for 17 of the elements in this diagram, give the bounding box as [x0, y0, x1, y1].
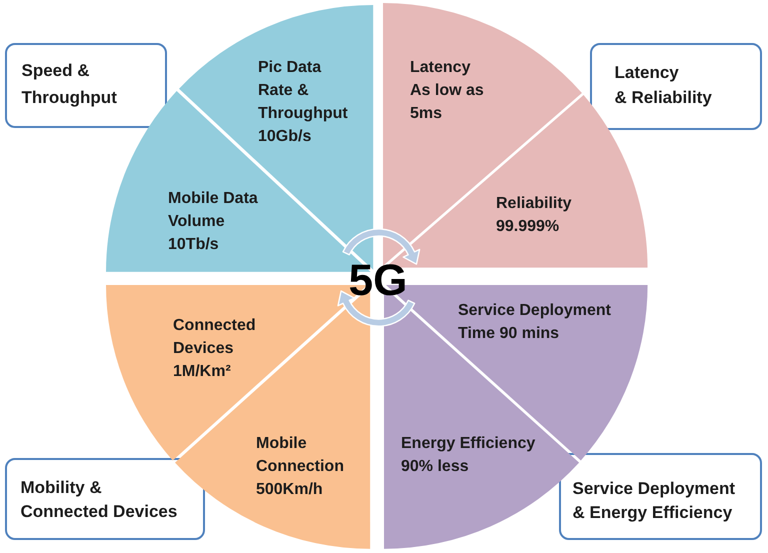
category-box: [590, 43, 762, 130]
category-box: [559, 453, 762, 540]
category-label: Latency & Reliability: [614, 62, 712, 108]
slice-label: Energy Efficiency 90% less: [401, 434, 536, 477]
category-label: Speed & Throughput: [22, 60, 118, 109]
category-box: [5, 458, 205, 540]
slice-label: Service Deployment Time 90 mins: [458, 301, 612, 344]
slice-label: Latency As low as 5ms: [410, 58, 485, 124]
category-label: Service Deployment & Energy Efficiency: [572, 478, 736, 524]
slice-label: Reliability 99.999%: [496, 194, 573, 237]
center-label: 5G: [348, 259, 408, 303]
category-box: [5, 43, 167, 128]
slice-label: Mobile Connection 500Km/h: [256, 434, 345, 500]
category-label: Mobility & Connected Devices: [20, 476, 178, 522]
slice-label: Connected Devices 1M/Km²: [173, 316, 257, 382]
slice-label: Pic Data Rate & Throughput 10Gb/s: [258, 58, 349, 147]
slice-label: Mobile Data Volume 10Tb/s: [168, 188, 259, 255]
